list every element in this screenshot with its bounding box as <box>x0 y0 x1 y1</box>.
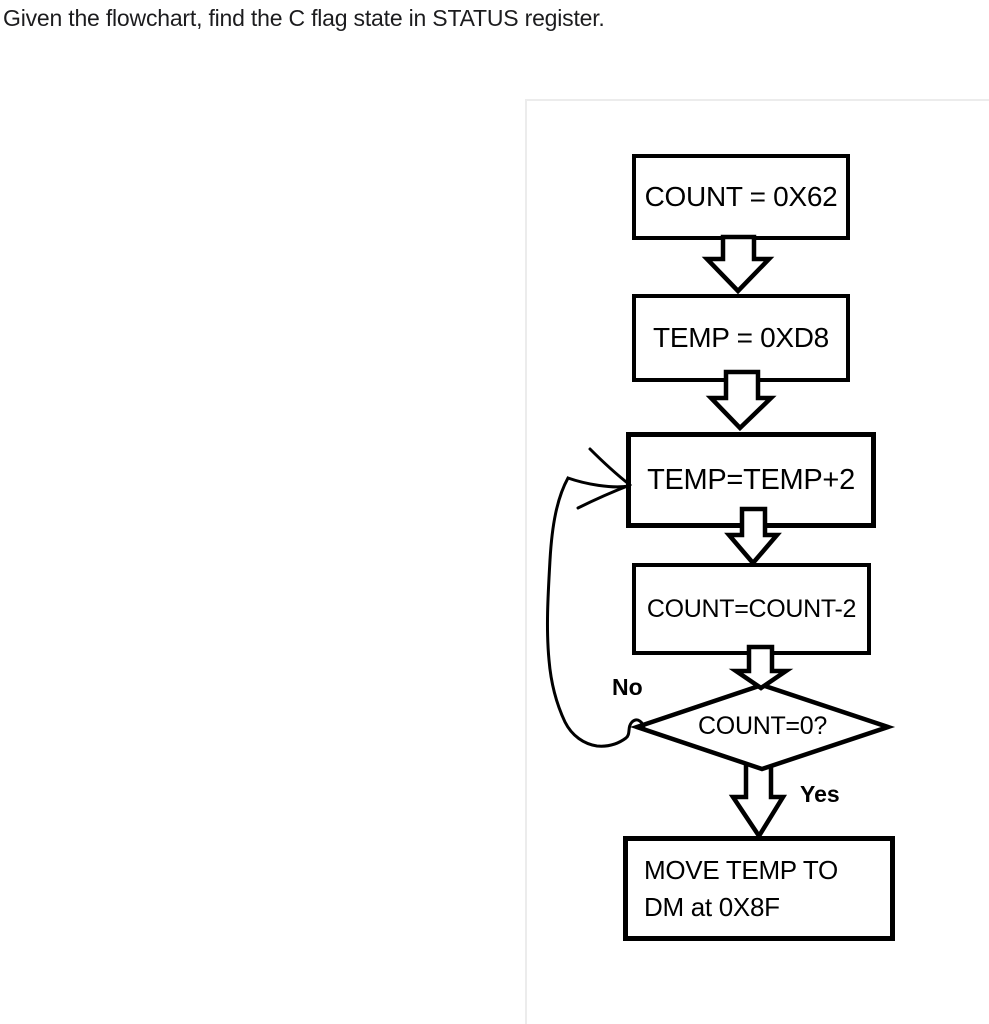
flow-box-count-init: COUNT = 0X62 <box>632 154 850 240</box>
flow-box-move-temp: MOVE TEMP TO DM at 0X8F <box>623 836 895 941</box>
branch-label-yes: Yes <box>800 781 840 807</box>
flow-box-move-temp-line2: DM at 0X8F <box>644 891 780 922</box>
flow-box-temp-add-label: TEMP=TEMP+2 <box>647 463 855 496</box>
decision-diamond <box>629 682 896 772</box>
branch-label-no: No <box>612 674 643 700</box>
flow-box-count-dec-label: COUNT=COUNT-2 <box>646 594 857 623</box>
flow-box-temp-init-label: TEMP = 0XD8 <box>653 322 829 353</box>
down-arrow-icon <box>701 234 775 295</box>
question-text: Given the flowchart, find the C flag sta… <box>3 5 605 31</box>
loop-arrowhead-icon <box>588 447 632 487</box>
down-arrow-icon <box>728 761 788 841</box>
loop-arrowhead-icon <box>576 483 632 510</box>
no-loop-line <box>545 476 646 748</box>
down-arrow-icon <box>705 369 777 432</box>
flow-box-count-init-label: COUNT = 0X62 <box>644 181 838 212</box>
down-arrow-icon <box>724 506 782 567</box>
flow-box-move-temp-line1: MOVE TEMP TO <box>644 854 838 885</box>
down-arrow-icon <box>728 644 794 691</box>
decision-label: COUNT=0? <box>698 712 827 740</box>
flow-box-temp-init: TEMP = 0XD8 <box>632 294 850 382</box>
